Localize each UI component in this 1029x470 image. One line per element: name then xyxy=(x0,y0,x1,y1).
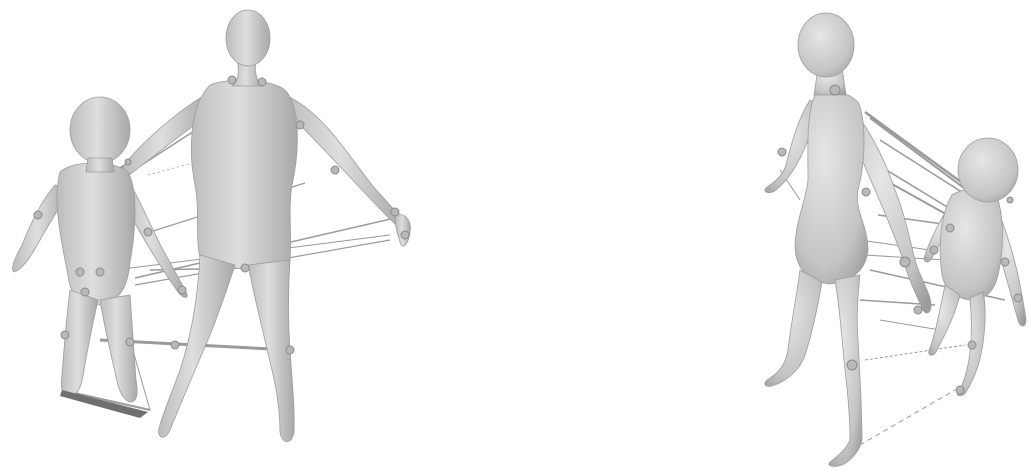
back-view xyxy=(13,10,411,442)
infant-figure xyxy=(924,138,1026,396)
front-view xyxy=(765,13,1026,466)
adult-figure xyxy=(121,10,410,442)
adult-figure xyxy=(765,13,931,466)
